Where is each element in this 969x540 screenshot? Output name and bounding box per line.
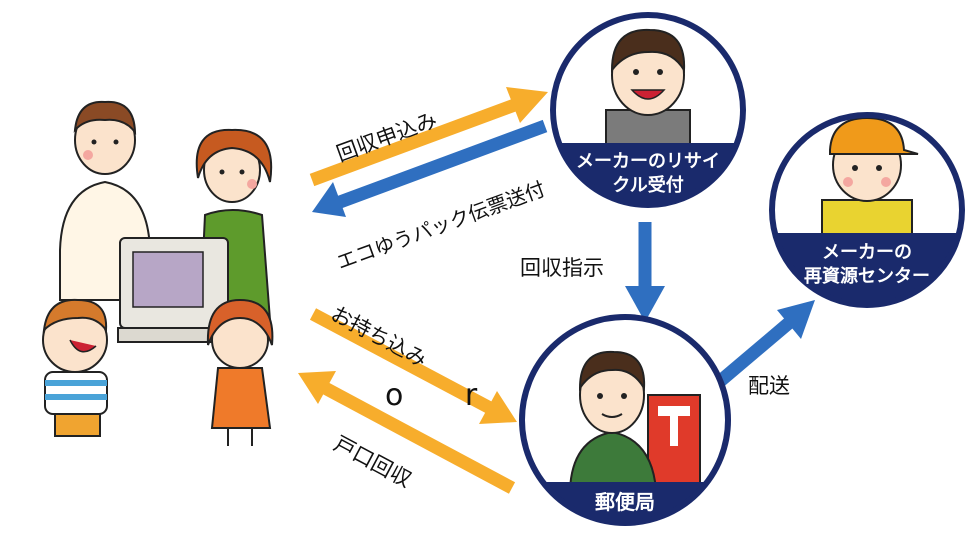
arrow-instruct [625, 222, 665, 322]
recycling-center-line-1: メーカーの [822, 242, 912, 263]
deliver-label: 配送 [748, 374, 790, 398]
or-label: o r [385, 378, 504, 413]
arrow-bring [309, 308, 517, 424]
post-office-label: 郵便局 [595, 490, 655, 514]
maker-reception-line-2: クル受付 [612, 175, 684, 196]
arrow-deliver [713, 300, 815, 388]
arrow-apply [309, 87, 548, 187]
maker-reception-label: メーカーのリサイ クル受付 [568, 150, 728, 198]
instruct-label: 回収指示 [520, 256, 604, 280]
postman-icon [568, 350, 658, 491]
recycling-center-line-2: 再資源センター [804, 266, 930, 287]
arrow-pickup [298, 371, 516, 494]
recycling-center-node [769, 112, 965, 308]
recycling-center-label: メーカーの 再資源センター [787, 241, 947, 289]
arrow-slip [312, 119, 548, 217]
family-illustration [42, 100, 274, 446]
post-box-icon [647, 394, 701, 491]
maker-reception-line-1: メーカーのリサイ [576, 151, 720, 172]
